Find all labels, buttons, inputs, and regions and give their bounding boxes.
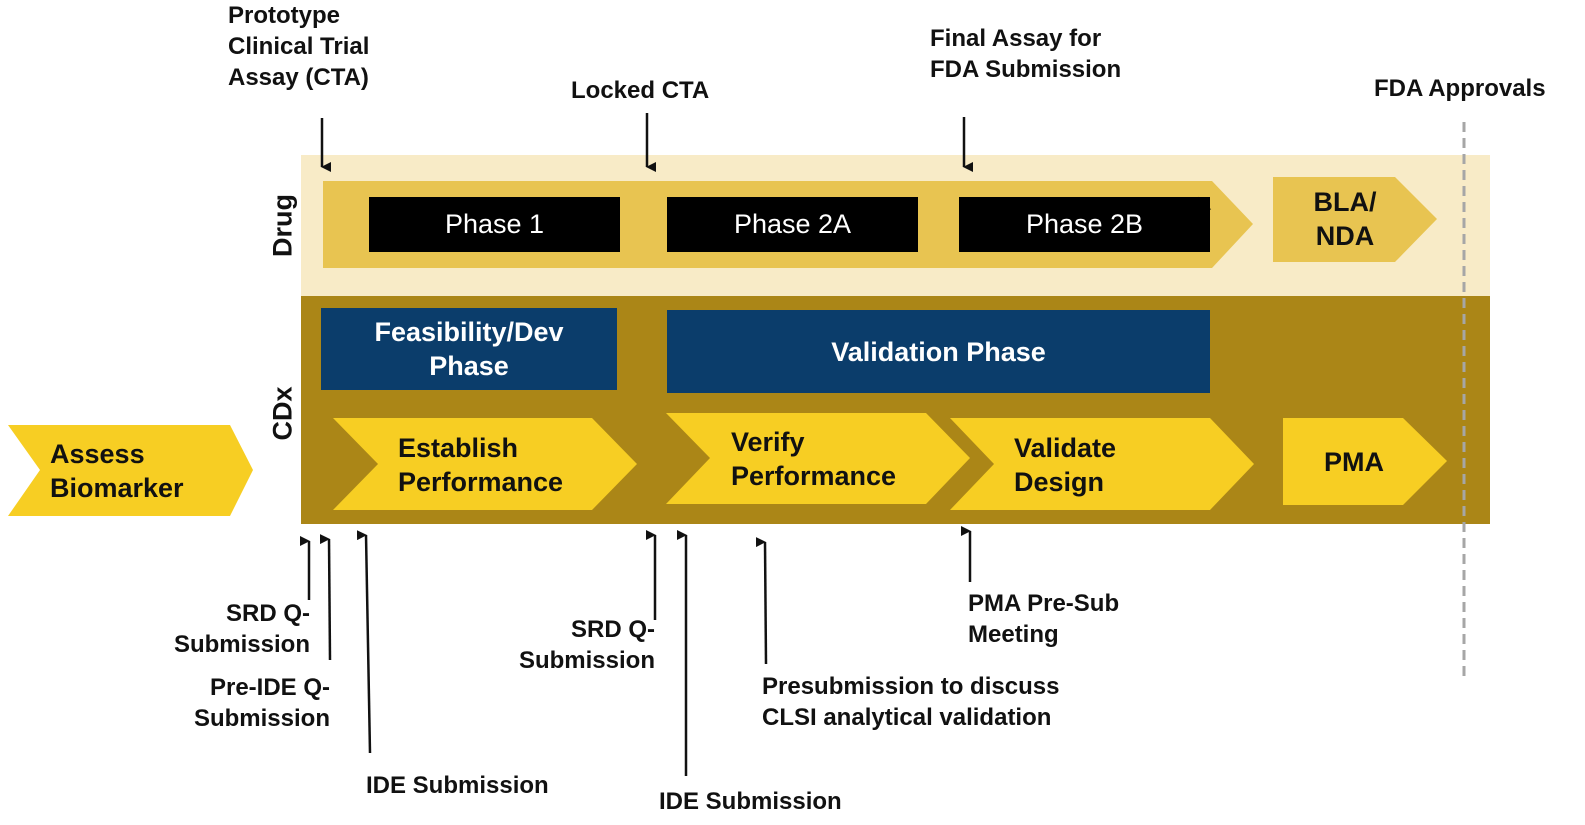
ide-submission-1-annotation: IDE Submission	[366, 772, 549, 799]
validate-design-label: Validate Design	[1014, 433, 1117, 497]
establish-performance-label: Establish Performance	[398, 433, 564, 497]
validation-phase-box: Validation Phase	[667, 310, 1210, 393]
pma-pre-sub-annotation: PMA Pre-Sub Meeting	[968, 590, 1120, 648]
fda-approvals-annotation: FDA Approvals	[1374, 75, 1546, 102]
verify-performance-chevron	[666, 413, 970, 504]
bla-nda-label: BLA/ NDA	[1313, 187, 1377, 251]
ide-1-arrow	[356, 530, 372, 754]
srd-q-submission-1-annotation: SRD Q- Submission	[173, 600, 310, 658]
establish-performance-chevron	[333, 418, 637, 510]
pma-chevron	[1283, 418, 1447, 505]
assess-biomarker-chevron	[8, 425, 253, 516]
presubmission-clsi-annotation: Presubmission to discuss CLSI analytical…	[762, 673, 1060, 731]
pma-label: PMA	[1324, 447, 1384, 477]
verify-performance-label: Verify Performance	[731, 427, 897, 491]
drug-row-label: Drug	[267, 194, 298, 257]
ide-submission-2-annotation: IDE Submission	[659, 788, 842, 815]
locked-cta-annotation: Locked CTA	[571, 77, 710, 104]
pre-ide-q-submission-annotation: Pre-IDE Q- Submission	[193, 674, 330, 732]
cdx-row-label: CDx	[267, 386, 298, 441]
srd-q-submission-2-annotation: SRD Q- Submission	[518, 616, 655, 674]
bla-nda-chevron	[1273, 177, 1437, 262]
phase-2b-box: Phase 2B	[959, 197, 1210, 252]
validate-design-chevron	[950, 418, 1254, 510]
presub-clsi-arrow	[755, 537, 768, 665]
assess-biomarker-label: Assess Biomarker	[50, 439, 184, 503]
feasibility-phase-box: Feasibility/Dev Phase	[321, 308, 617, 390]
final-assay-annotation: Final Assay for FDA Submission	[930, 25, 1122, 83]
pre-ide-arrow	[319, 534, 332, 661]
prototype-cta-annotation: Prototype Clinical Trial Assay (CTA)	[228, 2, 370, 91]
phase-1-box: Phase 1	[369, 197, 620, 252]
phase-2a-box: Phase 2A	[667, 197, 918, 252]
